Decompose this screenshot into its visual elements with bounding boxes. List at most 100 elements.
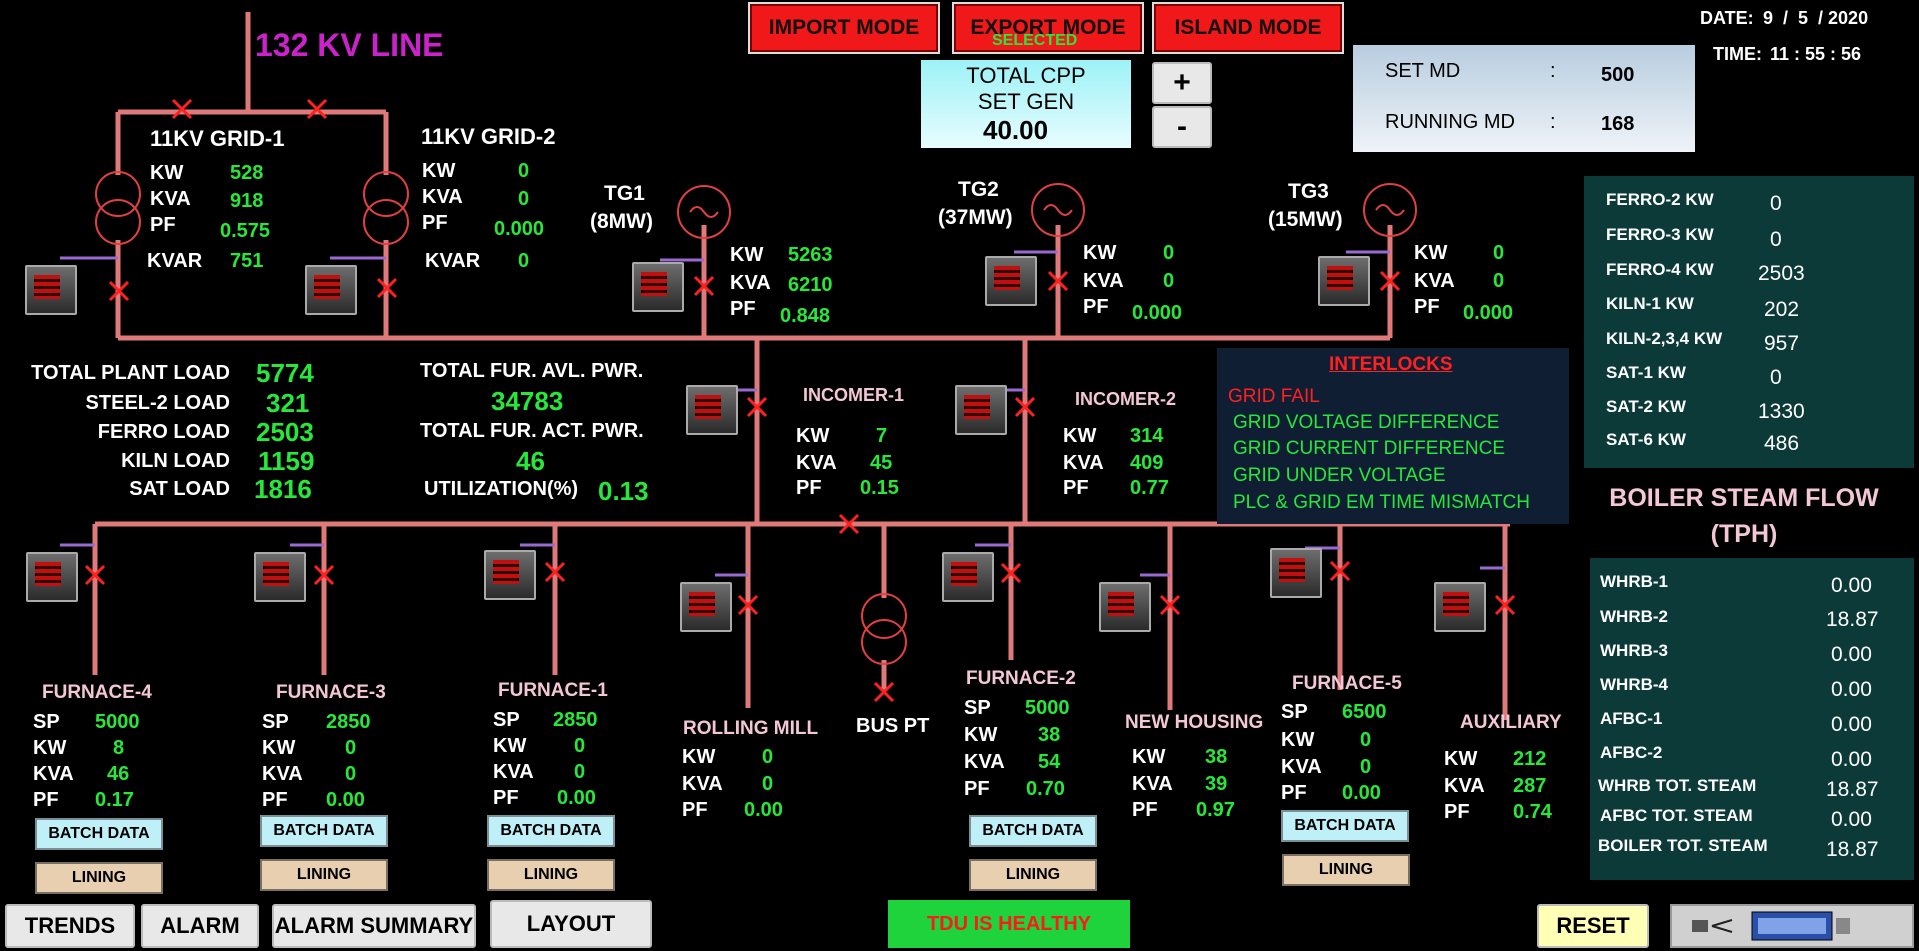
furnace5-batch-data-button[interactable]: BATCH DATA	[1281, 810, 1409, 842]
furnace2-kw-label: KW	[964, 724, 998, 746]
cpp-minus-button[interactable]: -	[1152, 106, 1212, 148]
steam-value: 0.00	[1831, 808, 1872, 831]
furnace3-kva-label: KVA	[262, 763, 303, 785]
housing-kw-label: KW	[1132, 746, 1166, 768]
tg1-kw-label: KW	[730, 244, 764, 266]
tg3-kw-label: KW	[1414, 242, 1448, 264]
furnace4-kva-value: 46	[107, 763, 130, 785]
grid2-pf-label: PF	[422, 212, 448, 234]
furnace4-batch-data-button[interactable]: BATCH DATA	[35, 818, 163, 850]
furnace1-sp-value: 2850	[553, 709, 598, 731]
rolling-kva-label: KVA	[682, 773, 723, 795]
meter-furnace5[interactable]	[1270, 548, 1322, 598]
tg3-pf-value: 0.000	[1463, 302, 1514, 324]
meter-furnace4[interactable]	[26, 552, 78, 602]
furnace3-lining-button[interactable]: LINING	[260, 859, 388, 891]
furnace4-lining-button[interactable]: LINING	[35, 862, 163, 894]
furnace2-lining-button[interactable]: LINING	[969, 859, 1097, 891]
meter-tg2[interactable]	[985, 256, 1037, 306]
alarm-button[interactable]: ALARM	[141, 904, 259, 948]
tg3-kva-label: KVA	[1414, 270, 1455, 292]
import-mode-button[interactable]: IMPORT MODE	[748, 2, 940, 54]
cpp-plus-button[interactable]: +	[1152, 62, 1212, 104]
furnace2-title: FURNACE-2	[966, 668, 1076, 689]
furnace1-lining-button[interactable]: LINING	[487, 859, 615, 891]
furnace4-title: FURNACE-4	[42, 682, 152, 703]
tg2-kva-value: 0	[1163, 270, 1175, 292]
meter-tg3[interactable]	[1318, 256, 1370, 306]
alarm-summary-button[interactable]: ALARM SUMMARY	[272, 904, 476, 948]
furnace2-kva-label: KVA	[964, 751, 1005, 773]
rolling-kva-value: 0	[762, 773, 774, 795]
furnace5-lining-button[interactable]: LINING	[1282, 854, 1410, 886]
ferro-kiln-value: 0	[1770, 228, 1782, 251]
rolling-pf-value: 0.00	[744, 799, 783, 821]
meter-furnace3[interactable]	[254, 552, 306, 602]
date-value: 9 / 5 / 2020	[1763, 8, 1869, 28]
aux-kva-value: 287	[1513, 775, 1547, 797]
ferro-kiln-value: 486	[1764, 432, 1800, 455]
furnace1-pf-value: 0.00	[557, 787, 596, 809]
ferro-kiln-panel: FERRO-2 KW 0 FERRO-3 KW 0 FERRO-4 KW 250…	[1584, 176, 1914, 468]
steam-value: 0.00	[1831, 678, 1872, 701]
meter-grid1[interactable]	[25, 265, 77, 315]
export-mode-button[interactable]: EXPORT MODE	[952, 2, 1144, 54]
set-md-sep: :	[1550, 60, 1556, 82]
communication-icon[interactable]	[1670, 904, 1914, 948]
incomer1-kw-value: 7	[876, 425, 888, 447]
housing-pf-value: 0.97	[1196, 799, 1235, 821]
interlock-item: GRID CURRENT DIFFERENCE	[1233, 438, 1505, 459]
furnace4-sp-label: SP	[33, 711, 60, 733]
steam-label: WHRB-4	[1600, 675, 1668, 694]
tg2-pf-value: 0.000	[1132, 302, 1183, 324]
meter-incomer2[interactable]	[955, 385, 1007, 435]
furnace3-sp-value: 2850	[326, 711, 371, 733]
aux-kw-value: 212	[1513, 748, 1547, 770]
grid1-title: 11KV GRID-1	[150, 126, 285, 151]
ferro-kiln-label: KILN-2,3,4 KW	[1606, 329, 1723, 348]
incomer1-pf-label: PF	[796, 477, 822, 499]
furnace1-batch-data-button[interactable]: BATCH DATA	[487, 815, 615, 847]
tg1-kw-value: 5263	[788, 244, 833, 266]
meter-grid2[interactable]	[305, 265, 357, 315]
layout-button[interactable]: LAYOUT	[490, 900, 652, 948]
grid2-kva-label: KVA	[422, 186, 463, 208]
furnace3-pf-label: PF	[262, 789, 288, 811]
reset-button[interactable]: RESET	[1537, 904, 1649, 948]
furnace5-sp-label: SP	[1281, 701, 1308, 723]
furnace2-sp-label: SP	[964, 697, 991, 719]
furnace2-batch-data-button[interactable]: BATCH DATA	[969, 815, 1097, 847]
steam-panel: WHRB-1 0.00 WHRB-2 18.87 WHRB-3 0.00 WHR…	[1590, 558, 1914, 880]
steam-label: WHRB TOT. STEAM	[1598, 776, 1757, 795]
meter-rolling[interactable]	[680, 582, 732, 632]
aux-pf-value: 0.74	[1513, 801, 1552, 823]
meter-furnace1[interactable]	[484, 550, 536, 600]
island-mode-button[interactable]: ISLAND MODE	[1152, 2, 1344, 54]
steam-title: BOILER STEAM FLOW	[1609, 484, 1879, 512]
grid2-kw-label: KW	[422, 160, 456, 182]
ferro-kiln-label: SAT-1 KW	[1606, 363, 1686, 382]
steam-label: WHRB-1	[1600, 572, 1668, 591]
furnace4-kw-value: 8	[113, 737, 125, 759]
incomer2-title: INCOMER-2	[1075, 389, 1177, 409]
furnace1-kw-label: KW	[493, 735, 527, 757]
meter-furnace2[interactable]	[942, 552, 994, 602]
sat-load-label: SAT LOAD	[129, 478, 230, 500]
set-md-label: SET MD	[1385, 60, 1461, 82]
set-md-value[interactable]: 500	[1601, 64, 1635, 86]
furnace2-pf-label: PF	[964, 778, 990, 800]
grid1-kvar-value: 751	[230, 250, 264, 272]
steam-label: AFBC TOT. STEAM	[1600, 806, 1753, 825]
cpp-set-gen-box[interactable]: TOTAL CPP SET GEN 40.00	[921, 60, 1131, 148]
meter-aux[interactable]	[1434, 582, 1486, 632]
meter-tg1[interactable]	[632, 262, 684, 312]
tg1-kva-label: KVA	[730, 272, 771, 294]
tg3-title: TG3	[1288, 180, 1329, 203]
meter-incomer1[interactable]	[686, 385, 738, 435]
furnace3-batch-data-button[interactable]: BATCH DATA	[260, 815, 388, 847]
running-md-label: RUNNING MD	[1385, 111, 1515, 133]
trends-button[interactable]: TRENDS	[5, 904, 135, 948]
incomer2-kw-label: KW	[1063, 425, 1097, 447]
tg1-pf-label: PF	[730, 298, 756, 320]
meter-housing[interactable]	[1099, 582, 1151, 632]
